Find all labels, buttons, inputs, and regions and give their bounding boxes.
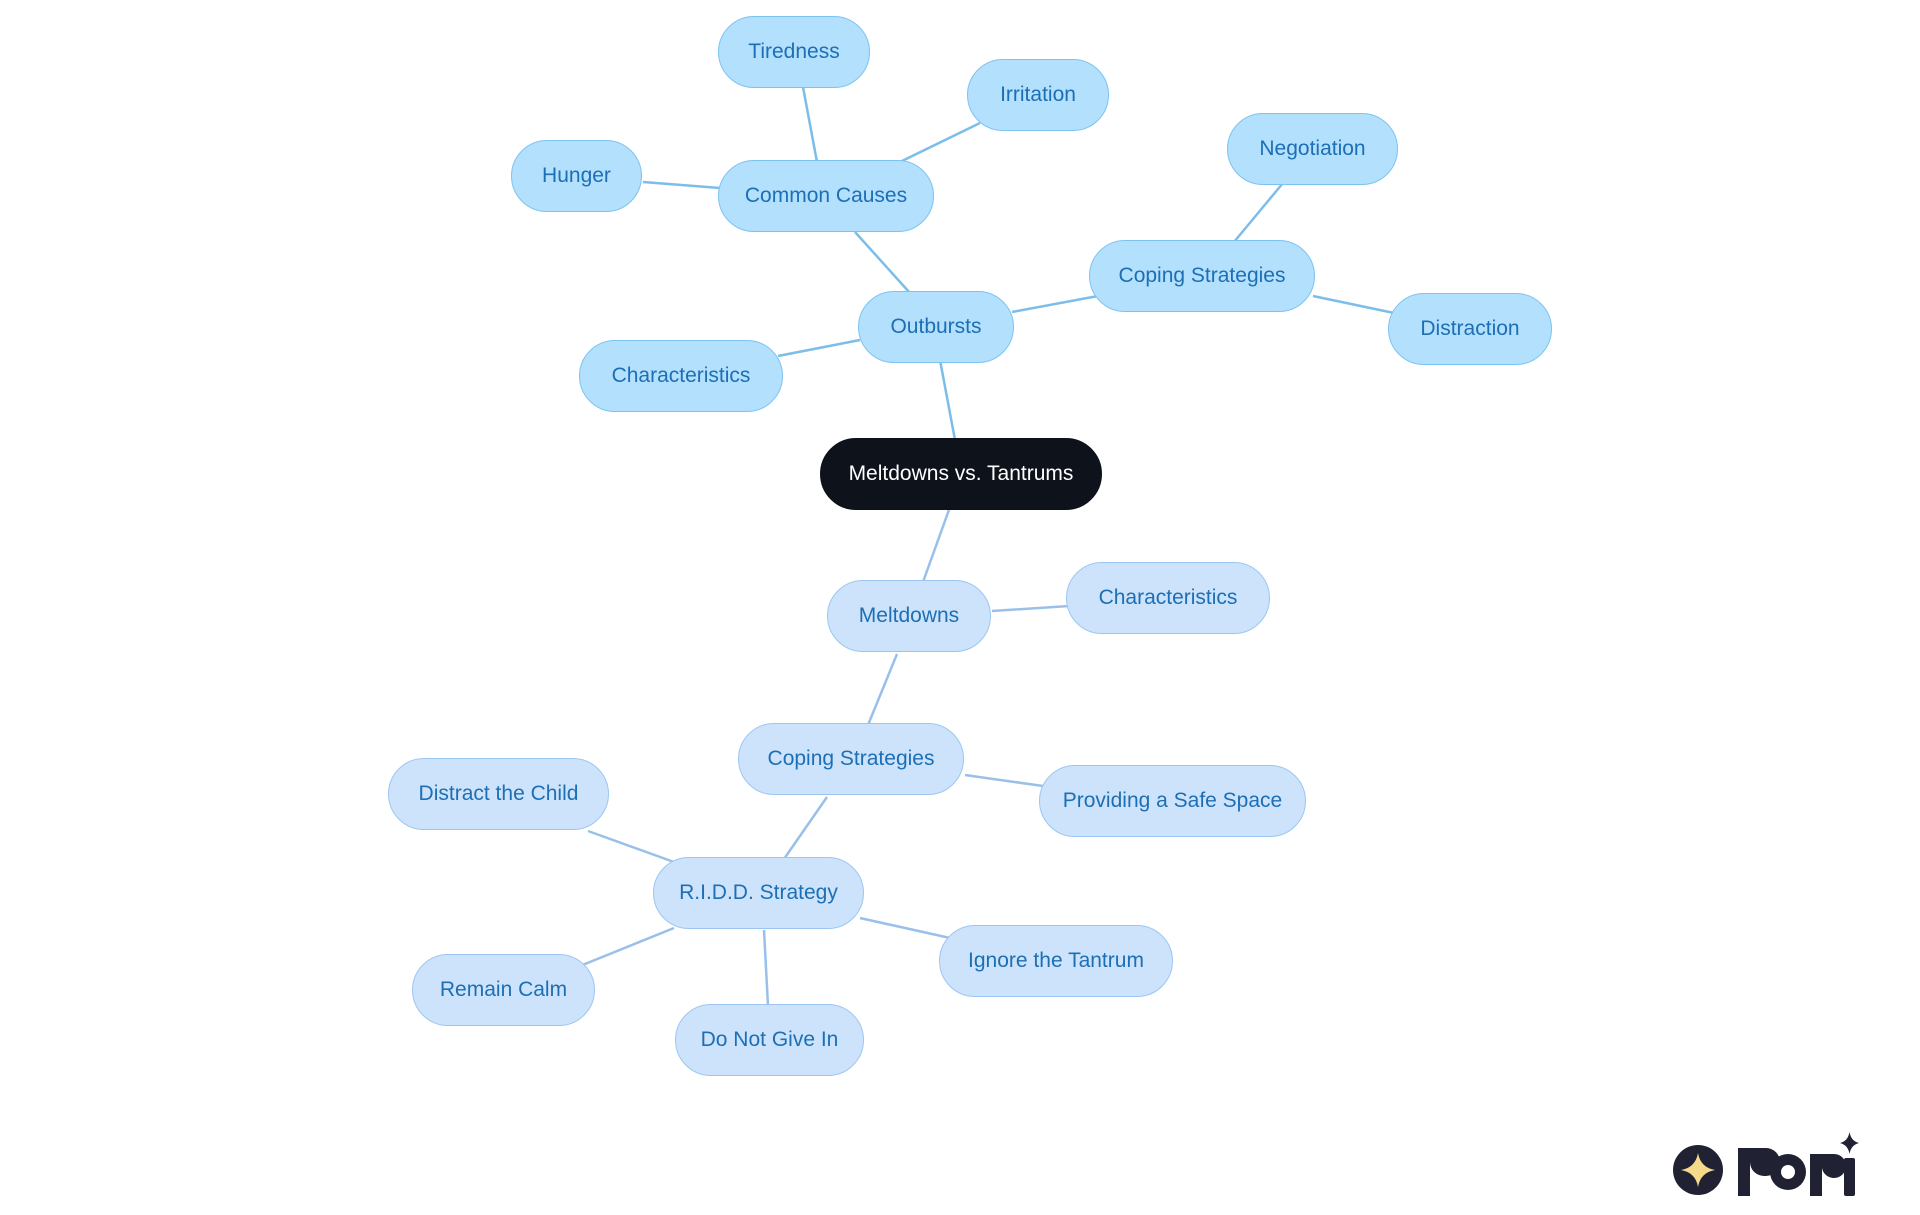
edge-ridd-do-not-give-in [762,929,770,1007]
edge-common-causes-hunger [642,180,721,190]
sparkle-icon [1840,1132,1859,1154]
node-irritation[interactable]: Irritation [967,59,1109,131]
node-distraction[interactable]: Distraction [1388,293,1552,365]
node-ignore-the-tantrum[interactable]: Ignore the Tantrum [939,925,1173,997]
edge-ridd-remain-calm [579,926,675,968]
edge-meltdowns-characteristics [991,604,1070,613]
edge-coping-safe-space [964,773,1044,788]
edge-coping-ridd [782,796,829,860]
edge-outbursts-common-causes [854,231,911,294]
edge-outbursts-characteristics [777,338,861,358]
node-tiredness[interactable]: Tiredness [718,16,870,88]
edge-root-meltdowns [921,506,952,583]
logo-star-badge [1673,1145,1723,1195]
node-meltdowns-coping-strategies[interactable]: Coping Strategies [738,723,964,795]
edge-root-outbursts [938,359,957,441]
edge-coping-negotiation [1233,182,1284,243]
edge-ridd-ignore [859,916,951,940]
edge-meltdowns-coping-strategies [866,653,899,726]
node-remain-calm[interactable]: Remain Calm [412,954,595,1026]
node-meltdowns[interactable]: Meltdowns [827,580,991,652]
node-outbursts[interactable]: Outbursts [858,291,1014,363]
node-outbursts-coping-strategies[interactable]: Coping Strategies [1089,240,1315,312]
rori-logo [1673,1132,1859,1196]
edge-common-causes-tiredness [801,86,819,163]
node-do-not-give-in[interactable]: Do Not Give In [675,1004,864,1076]
logo-wordmark [1738,1132,1859,1196]
node-safe-space[interactable]: Providing a Safe Space [1039,765,1306,837]
node-common-causes[interactable]: Common Causes [718,160,934,232]
edge-ridd-distract [587,829,675,864]
node-meltdowns-characteristics[interactable]: Characteristics [1066,562,1270,634]
edge-coping-distraction [1312,294,1395,315]
node-outbursts-characteristics[interactable]: Characteristics [579,340,783,412]
root-node[interactable]: Meltdowns vs. Tantrums [820,438,1102,510]
edge-outbursts-coping-strategies [1011,294,1099,314]
node-distract-the-child[interactable]: Distract the Child [388,758,609,830]
four-point-star-icon [1681,1153,1715,1187]
node-hunger[interactable]: Hunger [511,140,642,212]
node-ridd-strategy[interactable]: R.I.D.D. Strategy [653,857,864,929]
node-negotiation[interactable]: Negotiation [1227,113,1398,185]
edge-common-causes-irritation [901,121,981,163]
